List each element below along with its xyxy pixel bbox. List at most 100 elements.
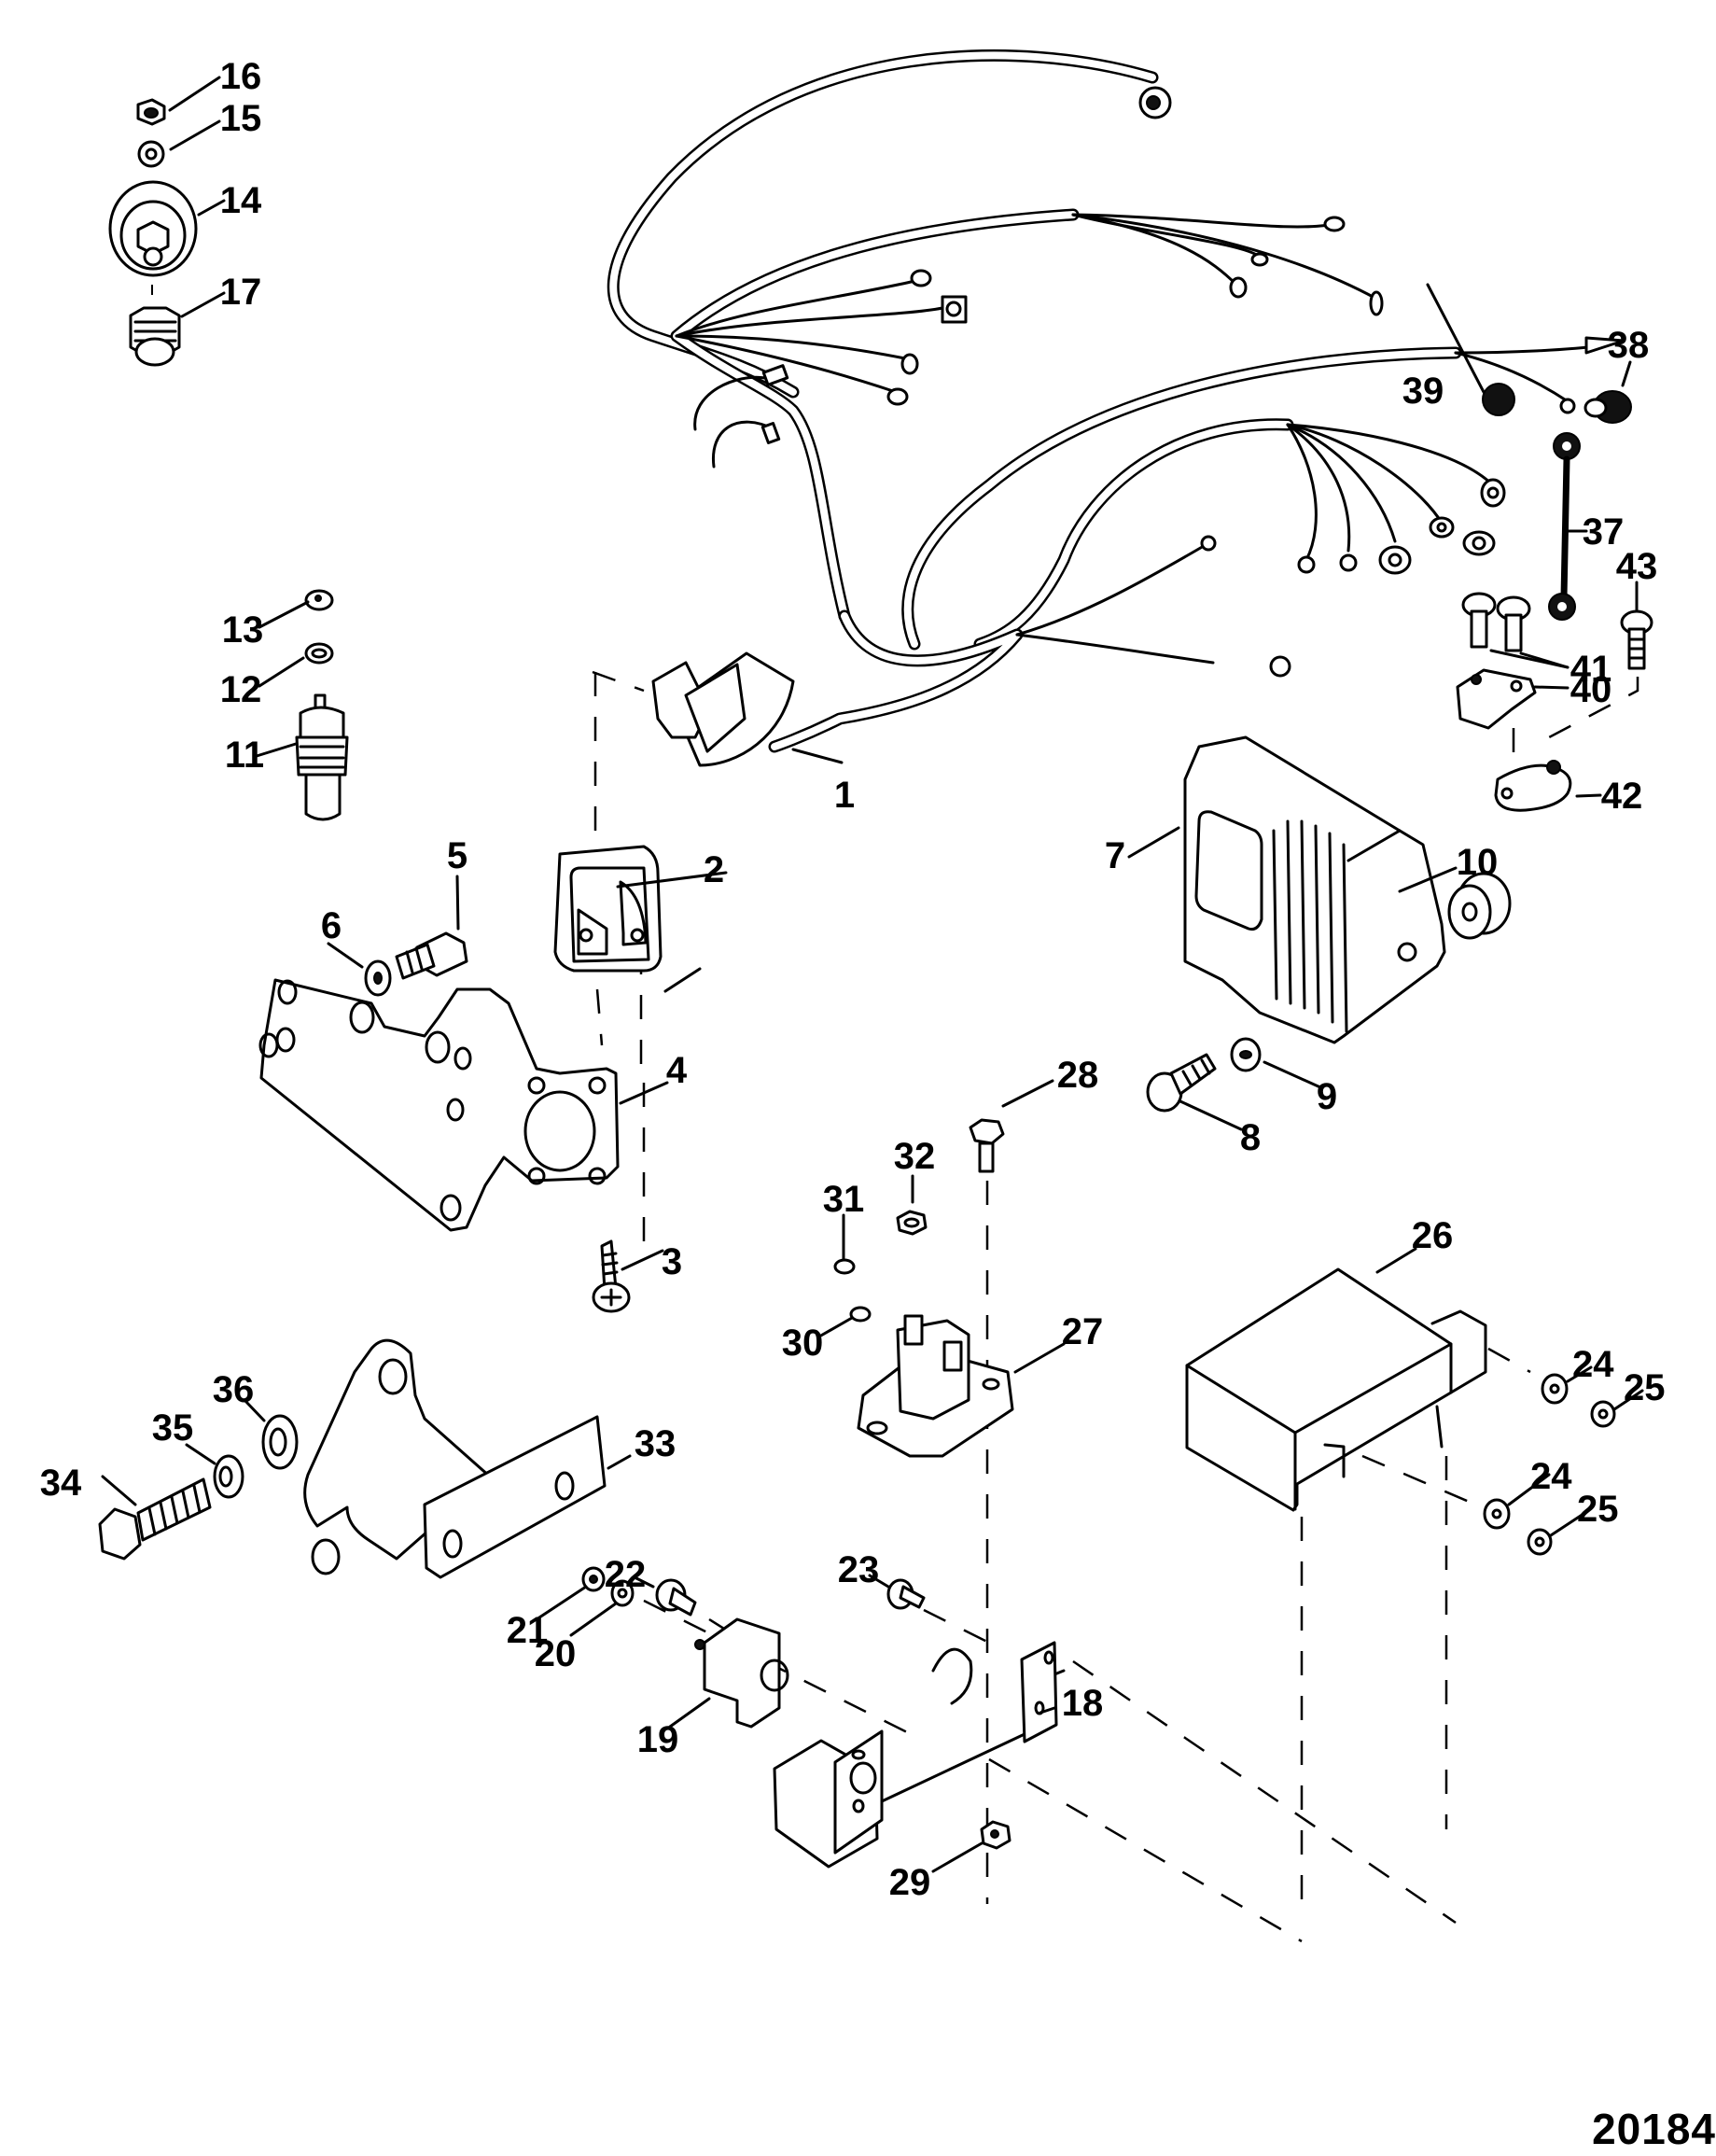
callout-35: 35 bbox=[152, 1407, 194, 1449]
part-4-plate bbox=[258, 978, 620, 1232]
part-37-ground-strap bbox=[1548, 432, 1581, 621]
callout-2: 2 bbox=[704, 849, 724, 890]
callout-23: 23 bbox=[838, 1549, 880, 1590]
part-13-nut bbox=[304, 589, 334, 611]
part-5-screw bbox=[395, 931, 468, 980]
assembly-line bbox=[923, 1608, 990, 1645]
part-35-lockwasher bbox=[213, 1454, 244, 1499]
callout-32: 32 bbox=[894, 1136, 936, 1177]
callout-31: 31 bbox=[823, 1179, 865, 1220]
part-22-screw bbox=[655, 1578, 697, 1617]
part-24-washer bbox=[1541, 1373, 1569, 1405]
part-30-nut bbox=[849, 1306, 872, 1323]
part-34-bolt bbox=[98, 1477, 212, 1561]
part-2-grommet bbox=[553, 845, 663, 973]
callout-43: 43 bbox=[1616, 546, 1658, 587]
assembly-line bbox=[595, 988, 604, 1046]
callout-26: 26 bbox=[1412, 1215, 1454, 1256]
callout-25-upper: 25 bbox=[1624, 1367, 1666, 1408]
callout-37: 37 bbox=[1583, 511, 1625, 553]
callout-33: 33 bbox=[635, 1423, 677, 1464]
callout-6: 6 bbox=[321, 905, 342, 946]
part-26-cover bbox=[1185, 1267, 1487, 1512]
callout-14: 14 bbox=[220, 180, 262, 221]
assembly-line bbox=[1072, 1659, 1457, 1925]
part-9-washer bbox=[1230, 1037, 1262, 1072]
callout-5: 5 bbox=[447, 835, 467, 876]
part-29-nut bbox=[980, 1820, 1011, 1850]
part-14-sender bbox=[108, 180, 198, 295]
callout-16: 16 bbox=[220, 56, 262, 97]
part-42-gasket-plate bbox=[1494, 760, 1572, 812]
part-1-wiring-harness bbox=[607, 49, 1625, 767]
callout-36: 36 bbox=[213, 1369, 255, 1410]
callout-34: 34 bbox=[40, 1463, 82, 1504]
part-20-lockwasher bbox=[610, 1579, 635, 1607]
callout-10: 10 bbox=[1457, 842, 1499, 883]
callout-19: 19 bbox=[637, 1719, 679, 1760]
assembly-line bbox=[1361, 1454, 1494, 1514]
callout-25-lower: 25 bbox=[1577, 1489, 1619, 1530]
callout-24-upper: 24 bbox=[1572, 1344, 1614, 1385]
callout-27: 27 bbox=[1062, 1311, 1104, 1352]
part-41-screws bbox=[1461, 592, 1531, 652]
callout-11: 11 bbox=[225, 735, 264, 776]
part-8-screw bbox=[1146, 1053, 1217, 1113]
callout-38: 38 bbox=[1608, 325, 1650, 366]
part-16-nut bbox=[136, 98, 166, 126]
part-21-nut bbox=[581, 1566, 606, 1592]
part-6-washer bbox=[364, 959, 392, 997]
callout-28: 28 bbox=[1057, 1055, 1099, 1096]
part-7-module bbox=[1183, 735, 1446, 1044]
part-27-solenoid bbox=[857, 1314, 1014, 1458]
assembly-line bbox=[1487, 1347, 1531, 1374]
part-40-terminal-block bbox=[1456, 668, 1537, 730]
callout-1: 1 bbox=[834, 775, 855, 816]
part-38-screw bbox=[1583, 390, 1632, 424]
part-33-bracket bbox=[303, 1338, 607, 1579]
callout-30: 30 bbox=[782, 1323, 824, 1364]
part-36-washer bbox=[261, 1414, 299, 1470]
callout-39: 39 bbox=[1402, 371, 1444, 412]
part-39-nut bbox=[1482, 383, 1515, 416]
part-32-nut bbox=[896, 1210, 928, 1236]
callout-4: 4 bbox=[666, 1050, 688, 1091]
callout-41: 41 bbox=[1570, 649, 1612, 690]
part-24-washer bbox=[1483, 1498, 1511, 1530]
leader-lines bbox=[101, 76, 1644, 1873]
callout-22: 22 bbox=[605, 1554, 647, 1595]
part-25-nut bbox=[1590, 1400, 1616, 1428]
callout-21: 21 bbox=[507, 1610, 549, 1651]
part-10-spacer bbox=[1447, 872, 1512, 940]
part-17-fitting bbox=[129, 306, 181, 367]
callout-7: 7 bbox=[1105, 835, 1125, 876]
part-28-screw bbox=[969, 1118, 1005, 1173]
part-25-nut bbox=[1527, 1528, 1553, 1556]
callout-18: 18 bbox=[1062, 1683, 1104, 1724]
part-11-temp-sender bbox=[295, 693, 349, 821]
part-19-circuit-breaker bbox=[694, 1617, 789, 1729]
callout-9: 9 bbox=[1317, 1076, 1337, 1117]
callout-17: 17 bbox=[220, 272, 262, 313]
part-43-screw bbox=[1620, 609, 1653, 670]
callout-labels: 1 2 3 4 5 6 7 8 9 10 11 12 13 14 15 16 1… bbox=[40, 56, 1666, 1903]
callout-24-lower: 24 bbox=[1530, 1456, 1572, 1497]
callout-42: 42 bbox=[1601, 776, 1643, 817]
part-18-bracket bbox=[773, 1641, 1066, 1869]
part-31-washer bbox=[833, 1258, 856, 1275]
assembly-line bbox=[1548, 677, 1639, 739]
part-3-screw bbox=[592, 1239, 631, 1313]
part-12-lockwasher bbox=[304, 642, 334, 665]
callout-3: 3 bbox=[662, 1241, 682, 1282]
callout-40: 40 bbox=[1570, 669, 1612, 710]
figure-number: 20184 bbox=[1592, 2105, 1716, 2153]
callout-15: 15 bbox=[220, 98, 262, 139]
assembly-line bbox=[592, 670, 645, 693]
part-15-washer bbox=[137, 140, 165, 168]
callout-12: 12 bbox=[220, 669, 262, 710]
callout-8: 8 bbox=[1240, 1117, 1261, 1158]
callout-13: 13 bbox=[222, 609, 264, 651]
callout-20: 20 bbox=[535, 1633, 577, 1674]
callout-29: 29 bbox=[889, 1862, 931, 1903]
part-23-screw bbox=[886, 1578, 926, 1610]
